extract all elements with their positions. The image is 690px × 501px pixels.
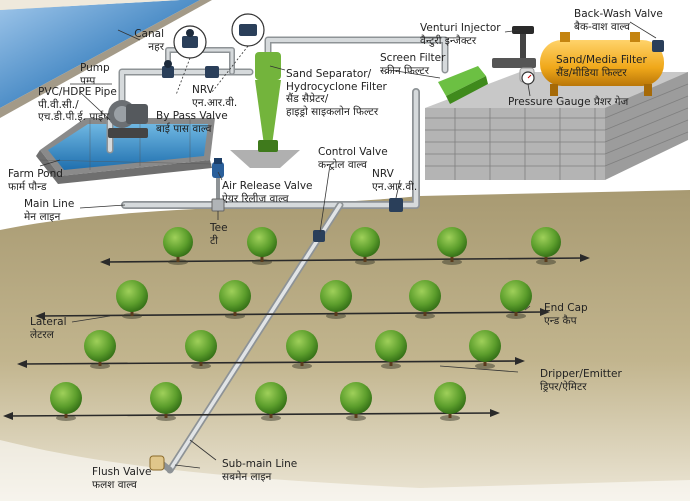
- lateral-label-en: Lateral: [30, 316, 67, 328]
- end-cap-label-en: End Cap: [544, 302, 588, 314]
- air-release-label-hi: ऐयर रिलीज वाल्व: [222, 192, 289, 205]
- label-backwash-valve: Back-Wash Valve बैक-वाश वाल्व: [574, 8, 663, 33]
- nrv2-label-en: NRV: [372, 168, 394, 180]
- submain-label-en: Sub-main Line: [222, 458, 298, 470]
- dripper-label-en: Dripper/Emitter: [540, 368, 622, 380]
- field-ground: [0, 190, 690, 501]
- label-dripper-emitter: Dripper/Emitter ड्रिपर/ऐमिटर: [540, 368, 622, 393]
- farm-pond-label-hi: फार्म पौन्ड: [8, 180, 47, 193]
- label-farm-pond: Farm Pond फार्म पौन्ड: [8, 168, 63, 193]
- canal-label-en: Canal: [134, 28, 164, 40]
- dripper-label-hi: ड्रिपर/ऐमिटर: [540, 380, 587, 393]
- flush-label-en: Flush Valve: [92, 466, 152, 478]
- bypass-label-en: By Pass Valve: [156, 110, 228, 122]
- sand-filter-label-en: Sand/Media Filter: [556, 54, 647, 66]
- venturi-label-en: Venturi Injector: [420, 22, 501, 34]
- farm-pond-label-en: Farm Pond: [8, 168, 63, 180]
- bypass-label-hi: बाई पास वाल्व: [156, 122, 212, 135]
- label-end-cap: End Cap एन्ड कैप: [544, 302, 588, 327]
- sand-sep-label-hi1: सैंड सैप्रेटर/: [286, 93, 329, 105]
- sand-filter-label-hi: सैंड/मीडिया फिल्टर: [556, 66, 627, 79]
- control-valve-icon: [313, 230, 325, 242]
- screen-label-hi: स्क्रीन फिल्टर: [380, 64, 430, 77]
- control-label-hi: कन्ट्रोल वाल्व: [318, 158, 367, 171]
- tee-label-hi: टी: [210, 234, 219, 247]
- bypass-valve-icon: [162, 60, 174, 78]
- nrv1-label-hi: एन.आर.वी.: [192, 96, 238, 109]
- canal-label-hi: नहर: [148, 40, 164, 53]
- sand-media-filter-icon: [540, 32, 664, 96]
- pipe-label-hi2: एच.डी.पी.ई. पाईप: [38, 111, 110, 123]
- label-sand-media-filter: Sand/Media Filter सैंड/मीडिया फिल्टर: [556, 54, 647, 79]
- pipe-label-en: PVC/HDPE Pipe: [38, 86, 117, 98]
- label-pressure-gauge: Pressure Gauge प्रैशर गेज: [508, 96, 628, 109]
- label-control-valve: Control Valve कन्ट्रोल वाल्व: [318, 146, 388, 171]
- pump-icon: [108, 100, 148, 138]
- label-canal: Canal नहर: [124, 28, 164, 53]
- lateral-arrows: [3, 254, 590, 420]
- label-venturi-injector: Venturi Injector वैन्टुरी इन्जैक्टर: [420, 22, 501, 47]
- screen-label-en: Screen Filter: [380, 52, 446, 64]
- farm-pond: [36, 118, 215, 184]
- label-pump: Pump पम्प: [80, 62, 110, 87]
- main-line-label-hi: मेन लाइन: [24, 210, 61, 223]
- flush-valve-icon: [149, 455, 165, 471]
- canal: [0, 0, 212, 118]
- label-nrv-2: NRV एन.आर.वी.: [372, 168, 417, 193]
- control-label-en: Control Valve: [318, 146, 388, 158]
- gauge-label-hi: प्रैशर गेज: [593, 96, 629, 108]
- sand-sep-label-hi2: हाइड्रो साइकलोन फिल्टर: [286, 105, 379, 118]
- label-main-line: Main Line मेन लाइन: [24, 198, 74, 223]
- nrv-valve-icon: [205, 66, 219, 78]
- nrv-main-line-icon: [389, 198, 403, 212]
- gauge-label-en: Pressure Gauge: [508, 96, 591, 108]
- brick-platform: [425, 72, 689, 180]
- label-flush-valve: Flush Valve फलश वाल्व: [92, 466, 151, 491]
- end-cap-label-hi: एन्ड कैप: [544, 314, 577, 327]
- submain-label-hi: सबमेन लाइन: [222, 470, 272, 483]
- lateral-label-hi: लेटरल: [30, 328, 54, 341]
- hydrocyclone-filter-icon: [230, 52, 300, 168]
- label-nrv-1: NRV एन.आर.वी.: [192, 84, 237, 109]
- backwash-label-en: Back-Wash Valve: [574, 8, 663, 20]
- pump-label-en: Pump: [80, 62, 110, 74]
- label-tee: Tee टी: [210, 222, 228, 247]
- air-release-valve-icon: [212, 158, 224, 178]
- air-release-label-en: Air Release Valve: [222, 180, 313, 192]
- backwash-label-hi: बैक-वाश वाल्व: [574, 20, 631, 33]
- crop-plants: [50, 227, 561, 421]
- nrv1-label-en: NRV: [192, 84, 214, 96]
- sand-sep-label-en1: Sand Separator/: [286, 68, 372, 80]
- screen-filter-icon: [438, 66, 488, 104]
- label-submain-line: Sub-main Line सबमेन लाइन: [222, 458, 297, 483]
- nrv-closeup-icon: [211, 13, 265, 93]
- leader-lines: [39, 21, 657, 469]
- label-pipe: PVC/HDPE Pipe पी.वी.सी./ एच.डी.पी.ई. पाई…: [38, 86, 117, 124]
- label-bypass-valve: By Pass Valve बाई पास वाल्व: [156, 110, 228, 135]
- label-air-release-valve: Air Release Valve ऐयर रिलीज वाल्व: [222, 180, 313, 205]
- label-lateral: Lateral लेटरल: [30, 316, 67, 341]
- label-sand-separator: Sand Separator/ Hydrocyclone Filter सैंड…: [286, 68, 387, 118]
- backwash-valve-icon: [652, 40, 664, 52]
- bypass-valve-closeup-icon: [173, 25, 207, 96]
- nrv2-label-hi: एन.आर.वी.: [372, 180, 418, 193]
- sand-sep-label-en2: Hydrocyclone Filter: [286, 80, 387, 93]
- flush-label-hi: फलश वाल्व: [92, 478, 137, 491]
- pump-label-hi: पम्प: [80, 74, 96, 87]
- pressure-gauge-icon: [521, 71, 535, 85]
- main-line-label-en: Main Line: [24, 198, 75, 210]
- venturi-label-hi: वैन्टुरी इन्जैक्टर: [420, 34, 477, 47]
- tee-label-en: Tee: [210, 222, 228, 234]
- label-screen-filter: Screen Filter स्क्रीन फिल्टर: [380, 52, 445, 77]
- pipe-label-hi1: पी.वी.सी./: [38, 98, 79, 111]
